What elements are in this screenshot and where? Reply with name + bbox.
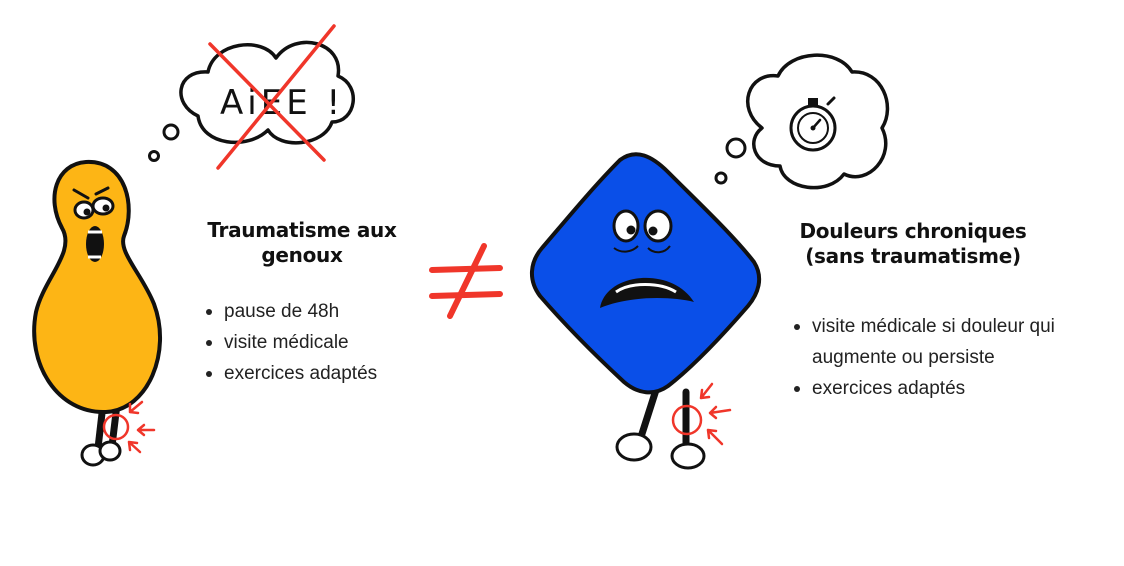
pain-arrow-icon	[127, 400, 156, 454]
chronic-pain-title: Douleurs chroniques (sans traumatisme)	[799, 219, 1027, 268]
list-item: pause de 48h	[202, 296, 462, 327]
list-item: visite médicale si douleur qui augmente …	[790, 311, 1110, 373]
chronic-pain-list: visite médicale si douleur qui augmente …	[790, 311, 1110, 404]
list-item: exercices adaptés	[790, 373, 1110, 404]
list-item: visite médicale	[202, 327, 462, 358]
stopwatch-icon	[789, 96, 837, 152]
knee-trauma-list: pause de 48h visite médicale exercices a…	[202, 296, 462, 389]
thought-bubble-icon: AiEE !	[148, 40, 355, 162]
list-item: exercices adaptés	[202, 358, 462, 389]
not-equal-icon	[429, 243, 503, 319]
pain-arrow-icon	[699, 382, 732, 446]
knee-trauma-character	[32, 159, 163, 467]
knee-trauma-title: Traumatisme aux genoux	[207, 218, 397, 267]
cross-out-icon	[208, 24, 336, 170]
chronic-pain-character	[530, 152, 762, 470]
